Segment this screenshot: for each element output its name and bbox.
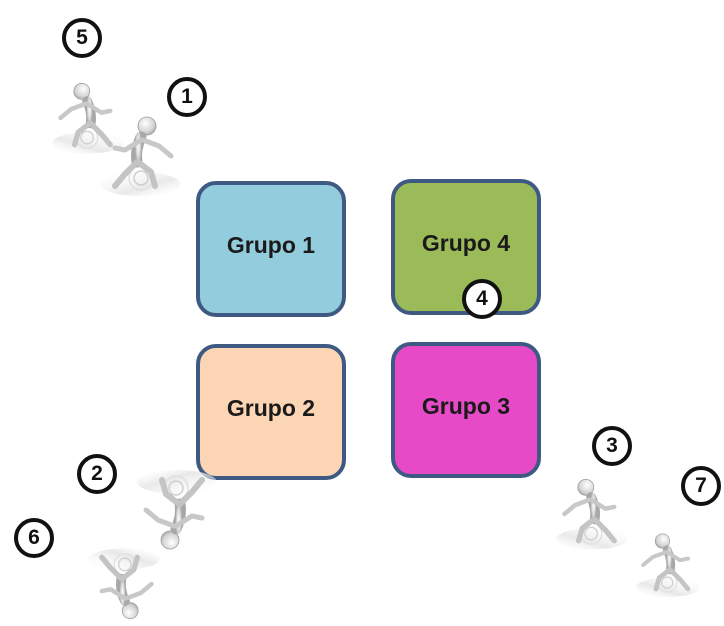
walking-person-icon (552, 474, 632, 554)
group-box-3: Grupo 3 (391, 342, 541, 478)
group-box-4: Grupo 4 4 (391, 179, 541, 319)
group-label: Grupo 4 (421, 229, 511, 256)
group-label: Grupo 3 (421, 392, 511, 419)
badge-number: 2 (91, 462, 103, 485)
group-box-2: Grupo 2 (196, 344, 346, 480)
badge-number: 4 (476, 287, 488, 310)
walking-person-icon (95, 112, 185, 200)
number-badge-1: 1 (167, 77, 207, 117)
badge-number: 6 (28, 526, 40, 549)
number-badge-3: 3 (592, 426, 632, 466)
number-badge-6: 6 (14, 518, 54, 558)
badge-number: 7 (695, 474, 707, 497)
number-badge-5: 5 (62, 18, 102, 58)
group-box-1: Grupo 1 (196, 181, 346, 317)
walking-person-icon (632, 530, 704, 600)
group-label: Grupo 2 (226, 394, 316, 421)
number-badge-2: 2 (77, 454, 117, 494)
badge-number: 3 (606, 434, 618, 457)
walking-person-icon (132, 470, 222, 550)
number-badge-7: 7 (681, 466, 721, 506)
walking-person-icon (84, 548, 164, 620)
badge-number: 1 (181, 85, 193, 108)
badge-number: 5 (76, 26, 88, 49)
number-badge-4: 4 (462, 279, 502, 319)
group-label: Grupo 1 (226, 231, 316, 258)
